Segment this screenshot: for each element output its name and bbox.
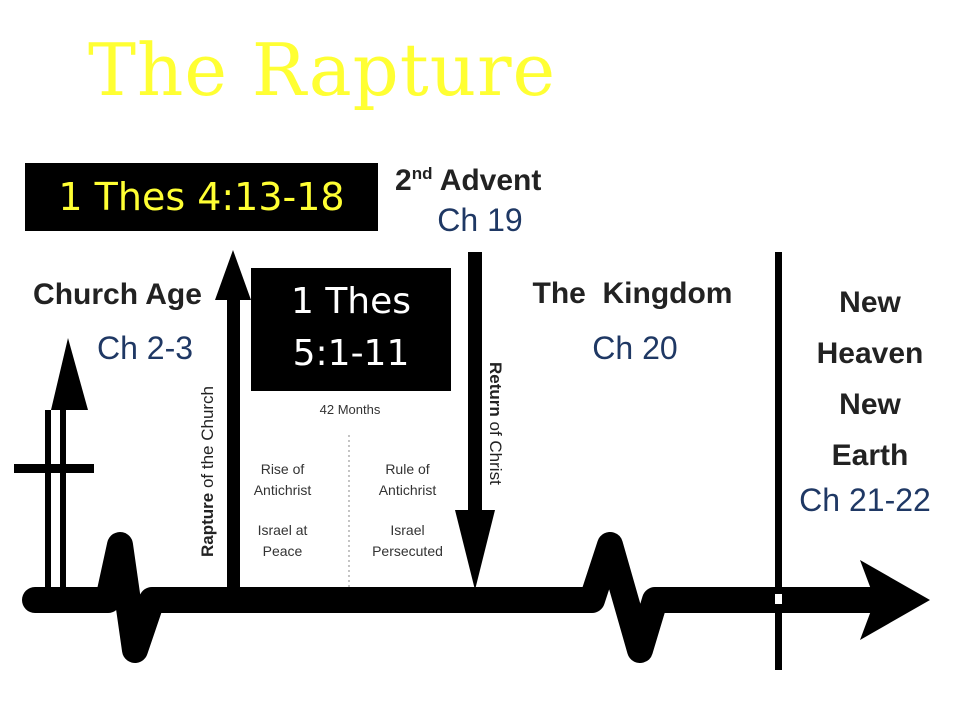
text-line: Antichrist	[253, 482, 312, 498]
label-line: Earth	[831, 439, 909, 472]
label-rest: Advent	[432, 164, 542, 197]
scripture-ref-second: 1 Thes 5:1-11	[251, 268, 451, 391]
new-heaven-label: New Heaven New Earth	[795, 277, 945, 481]
new-heaven-chapter: Ch 21-22	[799, 482, 931, 518]
timeline-arrowhead	[860, 560, 930, 640]
label-line: New	[839, 286, 901, 319]
church-age-label: Church Age	[33, 278, 202, 311]
church-age-chapter: Ch 2-3	[96, 330, 194, 366]
kingdom-label: The Kingdom	[532, 277, 733, 310]
second-advent-chapter: Ch 19	[437, 202, 523, 238]
label-bold: Return	[486, 362, 505, 417]
label-line: Heaven	[816, 337, 924, 370]
text-line: Rise of	[260, 461, 305, 477]
text-line: Peace	[262, 543, 303, 559]
label-rest: of Christ	[486, 416, 505, 485]
label-bold: Rapture	[198, 492, 217, 557]
ref-line: 1 Thes	[290, 281, 412, 322]
text-line: Persecuted	[372, 543, 443, 559]
label-rest: of the Church	[198, 385, 217, 493]
text-line: Antichrist	[378, 482, 437, 498]
slide-title: The Rapture	[88, 28, 557, 112]
text-line: Israel	[390, 522, 425, 538]
text-line: Israel at	[257, 522, 308, 538]
duration-label: 42 Months	[319, 402, 381, 417]
scripture-ref-first: 1 Thes 4:13-18	[25, 163, 378, 231]
first-half-text: Rise of Antichrist Israel at Peace	[240, 459, 325, 562]
return-label: Return of Christ	[485, 362, 505, 485]
label-sup: nd	[411, 164, 433, 183]
text-line: Rule of	[385, 461, 430, 477]
eternity-divider	[775, 252, 782, 670]
rapture-label: Rapture of the Church	[198, 386, 218, 557]
second-half-text: Rule of Antichrist Israel Persecuted	[360, 459, 455, 562]
ref-line: 5:1-11	[292, 333, 410, 374]
second-advent-label: 2nd Advent	[395, 164, 565, 198]
label-num: 2	[395, 164, 412, 197]
label-line: New	[839, 388, 901, 421]
cross-icon	[14, 338, 94, 595]
return-arrow	[455, 252, 495, 590]
timeline-line	[22, 532, 930, 663]
kingdom-chapter: Ch 20	[592, 330, 678, 366]
rapture-arrow	[215, 250, 251, 595]
